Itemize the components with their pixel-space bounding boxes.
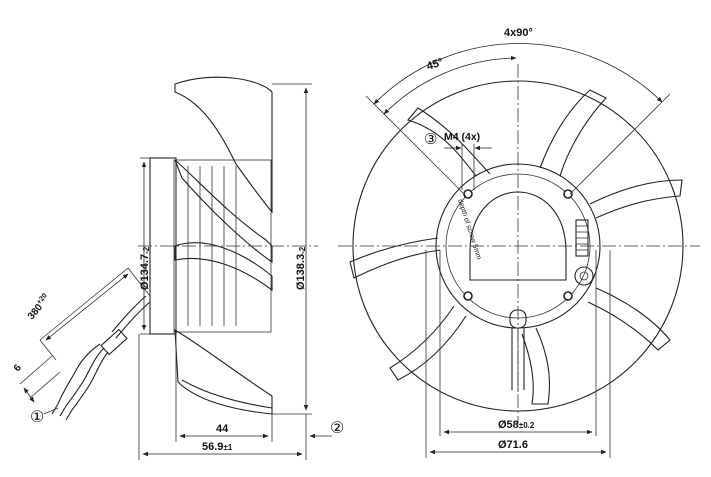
depth-44-label: 44	[216, 423, 229, 435]
dim-arc-45	[383, 55, 517, 115]
strip-length-label: 6	[12, 362, 24, 374]
front-blade-6	[389, 305, 467, 381]
callout-two: ②	[330, 420, 344, 437]
cable-sleeve	[100, 328, 128, 356]
side-blade-mid-upper	[174, 159, 273, 264]
front-blade-5	[521, 327, 551, 405]
mount-hole-bl	[463, 291, 473, 301]
front-blade-2	[539, 89, 607, 177]
callout-three: ③	[424, 131, 437, 148]
ground-terminal	[574, 266, 594, 286]
mount-hole-br	[563, 291, 573, 301]
side-blade-mid	[174, 242, 273, 292]
angle-half-label: 45°	[425, 56, 445, 73]
depth-total-label: 56.9±1	[202, 441, 233, 453]
dim-line-380	[45, 273, 129, 341]
cable: 380+20 6 ①	[12, 267, 151, 426]
hub-diameter-label: Ø58±0.2	[498, 419, 535, 431]
bolt-circle-label: Ø71.6	[498, 439, 528, 451]
diameter-inner-label: Ø134.7-2	[139, 246, 151, 290]
mount-hole-tr	[563, 189, 573, 199]
side-blade-top	[174, 76, 273, 214]
front-blade-3	[589, 179, 683, 219]
side-blades	[174, 76, 273, 415]
hub-label: depth of screw 5mm	[456, 198, 482, 260]
side-blade-lower-edge	[181, 379, 273, 409]
front-blade-7	[349, 237, 441, 279]
side-view: Ø134.7-2 Ø138.3-2 44 56.9±1 ②	[138, 76, 344, 460]
front-blades	[349, 89, 683, 405]
callout-one: ①	[30, 409, 44, 426]
diameter-outer-label: Ø138.3-2	[295, 246, 307, 290]
dim-line-6	[23, 387, 35, 403]
side-blade-bottom	[174, 328, 273, 415]
thread-label: M4 (4x)	[444, 131, 480, 143]
front-view: depth of screw 5mm 4x90° 45° ③ M4 (4x) Ø…	[338, 27, 700, 458]
angle-total-label: 4x90°	[504, 27, 533, 39]
front-blade-4	[587, 287, 671, 351]
cable-length-label: 380+20	[25, 292, 53, 322]
mount-hole-tl	[463, 189, 473, 199]
